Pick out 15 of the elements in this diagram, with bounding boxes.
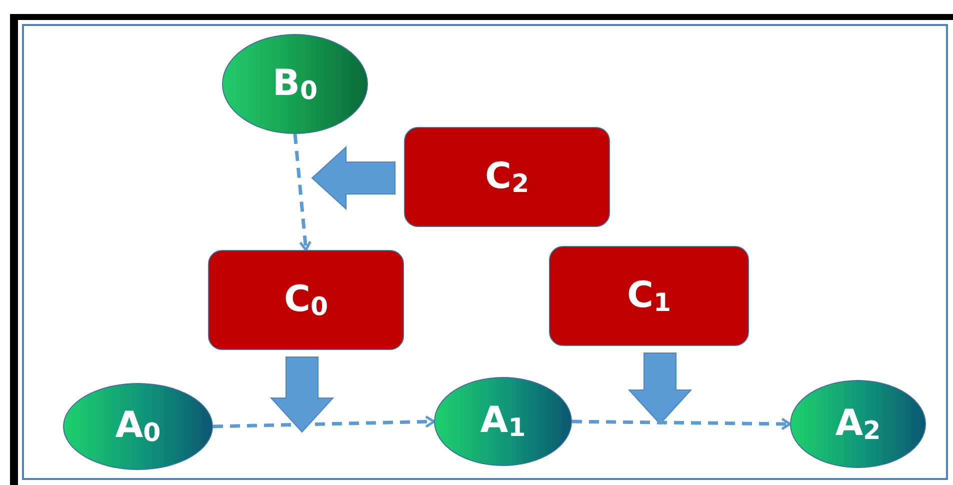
node-label: C$_{1}$ [627, 278, 671, 314]
node-label: C$_{0}$ [284, 282, 328, 318]
dashed-arrow [212, 415, 436, 428]
dashed-arrow [293, 134, 312, 252]
node-label: A$_{0}$ [115, 408, 161, 445]
node-label: C$_{2}$ [485, 158, 529, 196]
process-box [404, 127, 610, 227]
dashed-arrow [572, 418, 792, 430]
process-box [549, 246, 749, 346]
node-label: B$_{0}$ [272, 66, 318, 102]
block-arrow [311, 146, 396, 210]
process-box [208, 250, 404, 350]
node-label: A$_{2}$ [835, 406, 881, 442]
node-label: A$_{1}$ [480, 403, 526, 440]
block-arrow [270, 356, 334, 433]
